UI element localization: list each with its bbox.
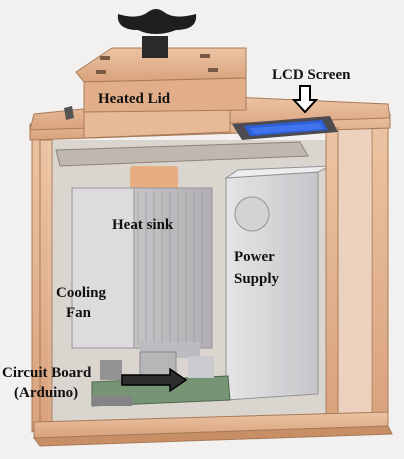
front-glass bbox=[48, 132, 326, 424]
power-supply-label-line2: Supply bbox=[234, 271, 280, 287]
heated-lid-label: Heated Lid bbox=[98, 91, 171, 107]
knob-icon bbox=[117, 9, 197, 58]
heated-lid bbox=[75, 47, 247, 139]
right-wall bbox=[371, 119, 389, 427]
lcd-screen-label: LCD Screen bbox=[272, 67, 351, 83]
circuit-board-label-line2: (Arduino) bbox=[14, 385, 79, 401]
heat-sink-label: Heat sink bbox=[112, 217, 174, 233]
base bbox=[33, 411, 393, 447]
inner-plate bbox=[55, 141, 309, 167]
cooling-fan-label-line1: Cooling bbox=[56, 285, 107, 301]
power-supply bbox=[224, 165, 331, 401]
heat-sink bbox=[71, 166, 213, 358]
power-supply-label-line1: Power bbox=[234, 249, 275, 265]
arrow-right-icon bbox=[121, 367, 188, 393]
circuit-board-label-line1: Circuit Board bbox=[2, 365, 92, 381]
lcd-screen bbox=[232, 116, 338, 140]
cooling-fan-label-line2: Fan bbox=[66, 305, 92, 321]
arrow-down-icon bbox=[291, 85, 319, 114]
